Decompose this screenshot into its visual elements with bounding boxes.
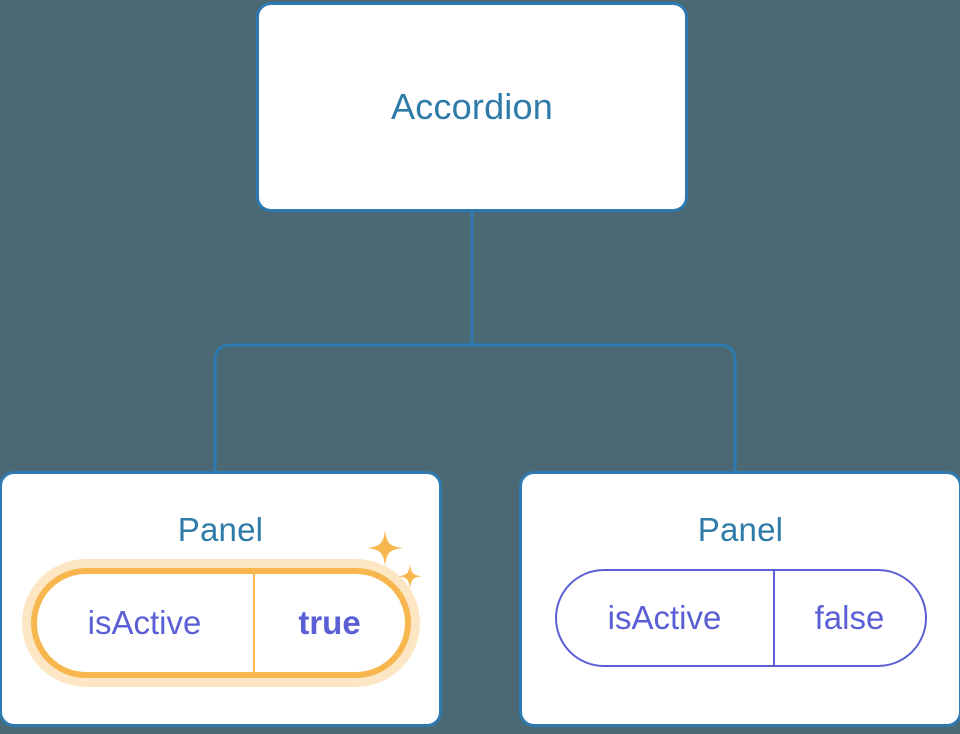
node-panel-right-title: Panel [697, 511, 784, 548]
prop-value: true [298, 604, 361, 642]
sparkle-large-icon [367, 530, 403, 567]
node-panel-left-title: Panel [177, 511, 264, 548]
panel-left-props: isActive true [2, 530, 439, 679]
prop-key: isActive [37, 574, 255, 673]
node-panel-right[interactable]: Panel isActive false [519, 471, 960, 727]
node-accordion-title: Accordion [391, 86, 553, 128]
panel-right-props: isActive false [522, 569, 959, 668]
node-accordion[interactable]: Accordion [256, 2, 688, 212]
connector-branch-left [213, 343, 472, 473]
prop-value: false [814, 599, 885, 637]
prop-pill-isactive-true[interactable]: isActive true [30, 568, 411, 679]
prop-key: isActive [557, 571, 775, 666]
prop-pill-isactive-false[interactable]: isActive false [554, 569, 927, 668]
node-panel-left[interactable]: Panel isActive true [0, 471, 442, 727]
sparkle-small-icon [398, 564, 422, 589]
connector-branch-right [472, 343, 737, 473]
